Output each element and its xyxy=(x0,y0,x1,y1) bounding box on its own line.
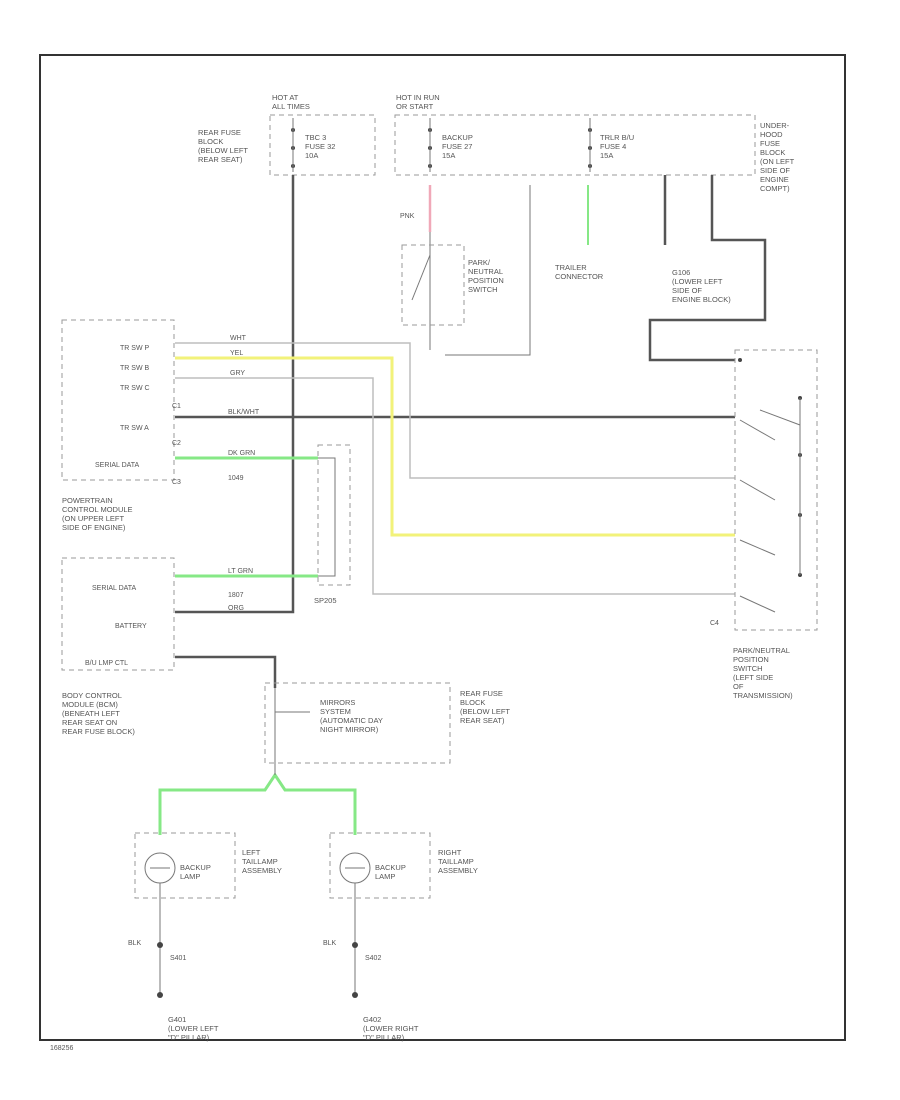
pin-bcm-serial: SERIAL DATA xyxy=(92,585,137,592)
left-taillamp-box xyxy=(134,832,236,899)
pin-tr-sw-b: TR SW B xyxy=(120,365,149,372)
right-taillamp-box xyxy=(329,832,431,899)
wire-underhood-ground-2 xyxy=(648,175,767,362)
wire-label-org: ORG xyxy=(228,605,244,612)
left-backup-lamp xyxy=(144,852,176,884)
park-neutral-switch-box xyxy=(401,244,465,326)
circuit-1807: 1807 xyxy=(228,592,244,599)
pcm-box xyxy=(61,319,175,481)
wire-label-lt-grn: LT GRN xyxy=(228,568,253,575)
underhood-fuse-block-box xyxy=(394,114,756,176)
conn-c1: C1 xyxy=(172,403,181,410)
wire-trsw-b-yel xyxy=(175,356,735,537)
label-g401: G401(LOWER LEFT"D" PILLAR) xyxy=(168,1015,219,1042)
pin-tr-sw-a: TR SW A xyxy=(120,425,149,432)
wire-label-pnk: PNK xyxy=(400,213,415,220)
wire-trailer-gry xyxy=(445,185,531,356)
pn-switch-contacts xyxy=(738,358,802,613)
wire-sp205-link xyxy=(318,457,336,577)
wire-battery-feed xyxy=(175,175,295,614)
mirrors-box xyxy=(264,682,451,764)
wire-label-dk-grn: DK GRN xyxy=(228,450,255,457)
wire-trsw-c-gry xyxy=(175,377,735,595)
g402-ground xyxy=(352,992,358,998)
pin-tr-sw-p: TR SW P xyxy=(120,345,149,352)
footer-code: 168256 xyxy=(50,1045,73,1052)
wire-label-blk-r: BLK xyxy=(323,940,337,947)
g401-splice xyxy=(157,942,163,948)
pn-switch-box xyxy=(734,349,818,631)
circuit-s401: S401 xyxy=(170,955,186,962)
rear-fuse-block-box xyxy=(269,114,376,176)
wire-label-blk-wht: BLK/WHT xyxy=(228,409,260,416)
wire-label-gry: GRY xyxy=(230,370,245,377)
conn-c4: C4 xyxy=(710,620,719,627)
conn-c3: C3 xyxy=(172,479,181,486)
label-g402: G402(LOWER RIGHT"D" PILLAR) xyxy=(363,1015,419,1042)
g402-splice xyxy=(352,942,358,948)
pin-tr-sw-c: TR SW C xyxy=(120,385,150,392)
wire-lamp-feed xyxy=(158,772,357,835)
wire-label-yel: YEL xyxy=(230,350,243,357)
label-sp205: SP205 xyxy=(314,596,337,605)
wire-label-blk-l: BLK xyxy=(128,940,142,947)
pin-bcm-battery: BATTERY xyxy=(115,623,147,630)
wire-trsw-p-wht xyxy=(175,342,735,479)
circuit-1049: 1049 xyxy=(228,475,244,482)
pn-switch-blade xyxy=(411,254,431,301)
bcm-box xyxy=(61,557,175,671)
pin-bcm-backup: B/U LMP CTL xyxy=(85,660,128,667)
wire-bcm-backup-ctl xyxy=(175,655,277,688)
sp205-box xyxy=(317,444,351,586)
g401-ground xyxy=(157,992,163,998)
wire-label-wht: WHT xyxy=(230,335,247,342)
circuit-s402: S402 xyxy=(365,955,381,962)
fuse-trlr xyxy=(588,118,592,172)
right-backup-lamp xyxy=(339,852,371,884)
conn-c2: C2 xyxy=(172,440,181,447)
pin-pcm-serial: SERIAL DATA xyxy=(95,462,140,469)
diagram-frame xyxy=(39,54,846,1041)
fuse-backup xyxy=(428,118,432,172)
fuse-trc xyxy=(291,118,295,172)
